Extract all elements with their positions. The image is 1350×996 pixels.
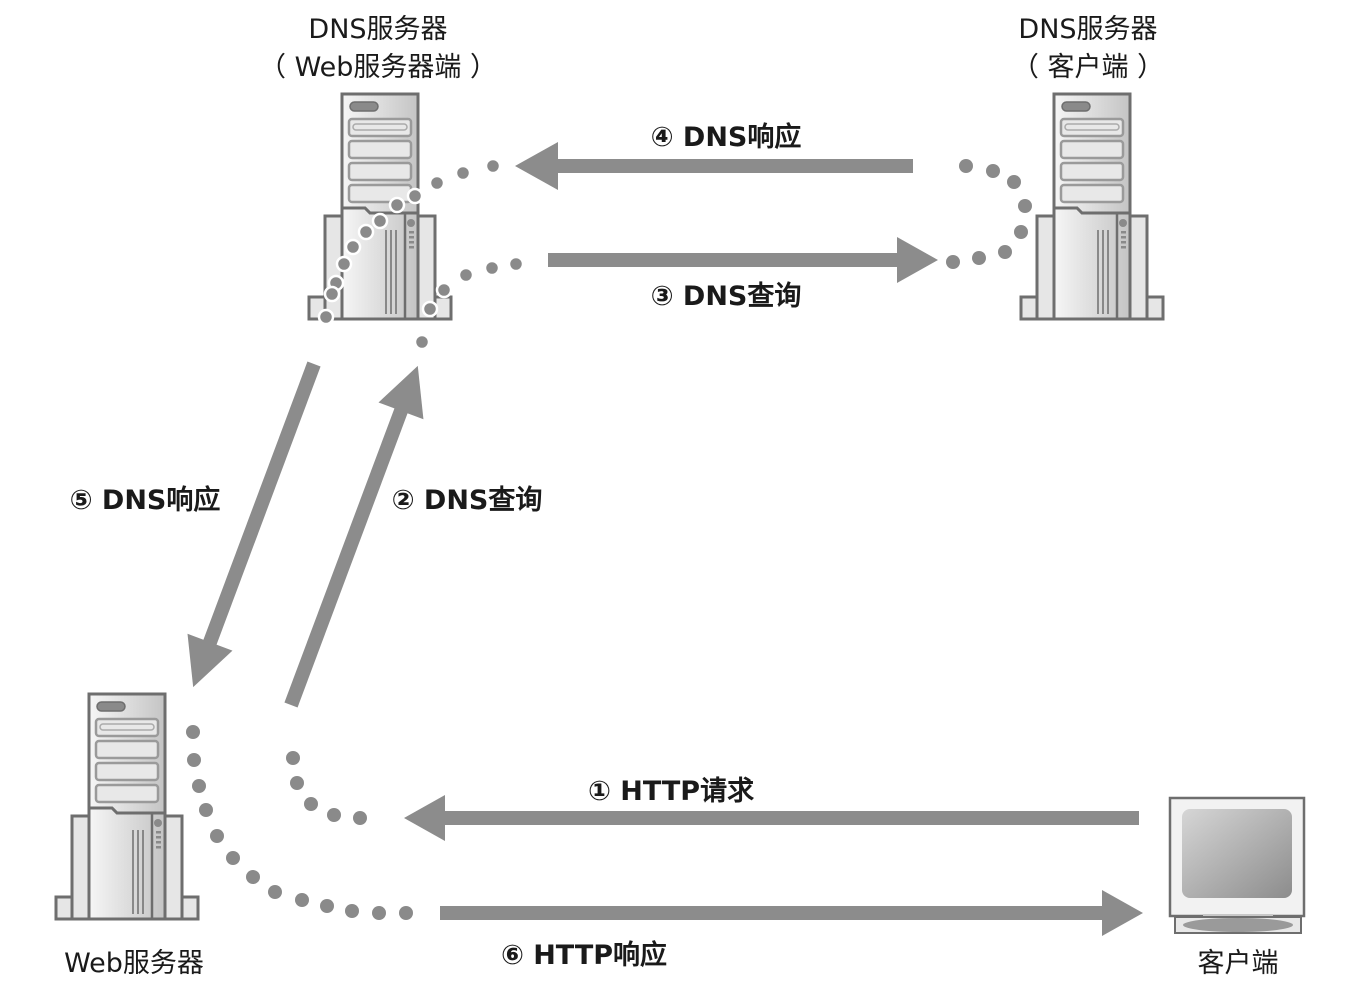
arrow-step-5 — [187, 361, 321, 688]
arrow-step-2 — [284, 365, 424, 708]
flow-label-step-4: ④ DNS响应 — [651, 121, 802, 153]
web-server — [54, 692, 200, 921]
connector-dot — [428, 174, 446, 192]
dns-web-label-line2: （ Web服务器端 ） — [259, 52, 497, 83]
flow-label-step-3: ③ DNS查询 — [651, 281, 802, 312]
dots-web-inner — [286, 751, 367, 825]
connector-dot — [483, 259, 501, 277]
connector-dot — [413, 333, 431, 351]
connector-dot — [344, 238, 362, 256]
dns-web-label-line1: DNS服务器 — [308, 14, 447, 45]
connector-dot — [199, 803, 213, 817]
connector-dot — [1018, 199, 1032, 213]
connector-dot — [507, 255, 525, 273]
connector-dot — [246, 870, 260, 884]
dots-dns-web-lower — [413, 255, 525, 351]
connector-dot — [1007, 175, 1021, 189]
dns-client-label-line2: （ 客户端 ） — [1012, 52, 1164, 83]
dots-web-outer — [186, 725, 413, 920]
arrow-step-1 — [404, 795, 1139, 841]
connector-dot — [327, 808, 341, 822]
connector-dot — [484, 157, 502, 175]
flow-label-step-6: ⑥ HTTP响应 — [501, 939, 667, 971]
connector-dot — [335, 255, 353, 273]
connector-dot — [268, 885, 282, 899]
connector-dot — [399, 906, 413, 920]
web-server-label: Web服务器 — [64, 948, 204, 979]
arrow-step-3 — [548, 237, 938, 283]
connector-dot — [986, 164, 1000, 178]
arrow-step-4 — [515, 142, 913, 190]
connector-dot — [295, 893, 309, 907]
connector-dot — [345, 904, 359, 918]
connector-dot — [435, 281, 453, 299]
connector-dot — [972, 251, 986, 265]
dots-dns-client — [946, 159, 1032, 269]
dns-client-label-line1: DNS服务器 — [1018, 14, 1157, 45]
dns-server-client-side — [1019, 92, 1165, 321]
connector-dot — [286, 751, 300, 765]
dotted-connectors — [186, 157, 1032, 920]
connector-dot — [421, 300, 439, 318]
connector-dot — [304, 797, 318, 811]
dots-dns-web-upper — [317, 157, 502, 326]
server-tower-icon — [54, 692, 200, 921]
connector-dot — [371, 212, 389, 230]
connector-dot — [320, 899, 334, 913]
connector-dot — [406, 187, 424, 205]
connector-dot — [353, 811, 367, 825]
connector-dot — [192, 779, 206, 793]
connector-dot — [357, 223, 375, 241]
arrows — [187, 142, 1143, 936]
connector-dot — [210, 829, 224, 843]
connector-dot — [388, 196, 406, 214]
connector-dot — [290, 776, 304, 790]
monitor-icon — [1168, 796, 1306, 934]
connector-dot — [1014, 225, 1028, 239]
connector-dot — [323, 285, 341, 303]
arrow-step-6 — [440, 890, 1143, 936]
client-label: 客户端 — [1198, 948, 1279, 979]
client-computer — [1168, 796, 1306, 934]
connector-dot — [454, 164, 472, 182]
connector-dot — [946, 255, 960, 269]
connector-dot — [226, 851, 240, 865]
connector-dot — [959, 159, 973, 173]
connector-dot — [372, 906, 386, 920]
flow-label-step-2: ② DNS查询 — [392, 485, 543, 516]
connector-dot — [187, 753, 201, 767]
connector-dot — [186, 725, 200, 739]
server-tower-icon — [1019, 92, 1165, 321]
connector-dot — [317, 308, 335, 326]
flow-label-step-1: ① HTTP请求 — [588, 776, 754, 807]
connector-dot — [998, 245, 1012, 259]
connector-dot — [457, 266, 475, 284]
flow-label-step-5: ⑤ DNS响应 — [70, 484, 221, 516]
